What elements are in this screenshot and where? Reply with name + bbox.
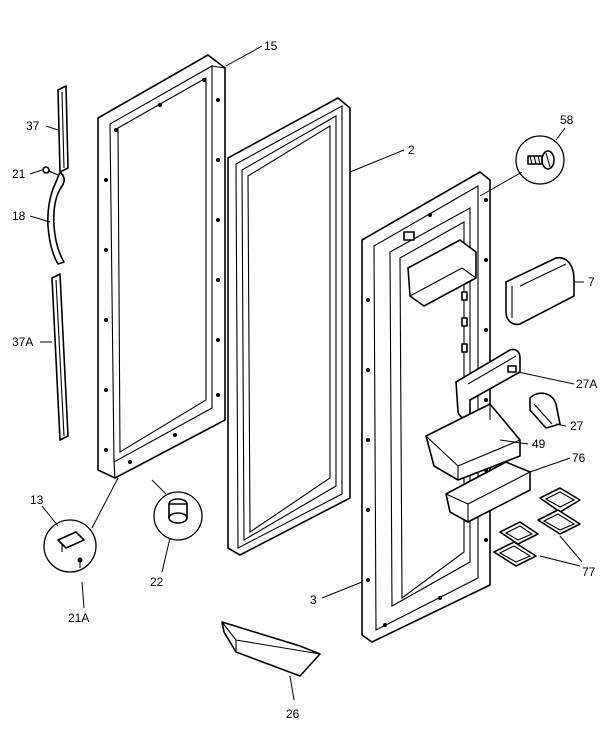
callout-3: 3 [310,593,317,607]
part-3-door-liner [361,171,491,643]
part-7-cover [505,256,575,326]
callout-27: 27 [570,419,584,433]
part-77-trays [493,487,581,567]
part-22-bushing-inset [153,491,203,541]
part-15-door-frame [97,54,226,479]
callout-58: 58 [560,113,574,127]
callout-21a: 21A [68,611,89,625]
callout-7: 7 [588,275,595,289]
callout-13: 13 [30,493,44,507]
callout-21: 21 [12,167,26,181]
callout-26: 26 [286,707,300,721]
part-49-bin [425,403,521,481]
part-21-screw [42,166,59,176]
leader-lines [29,45,584,701]
callout-labels: 15 37 21 18 37A 2 58 7 27A 27 49 76 77 1… [12,39,597,721]
part-37a-trim-strip [51,273,69,441]
callout-2: 2 [408,143,415,157]
part-37-trim-strip [57,85,69,173]
part-27-cap [529,392,561,429]
part-13-hinge-inset [43,519,97,573]
callout-76: 76 [572,451,586,465]
callout-27a: 27A [576,377,597,391]
callout-37: 37 [26,119,40,133]
part-58-screw [515,135,565,185]
callout-49: 49 [532,437,546,451]
callout-37a: 37A [12,335,33,349]
callout-77: 77 [582,565,596,579]
callout-15: 15 [264,39,278,53]
callout-22: 22 [150,575,164,589]
part-18-handle [47,171,65,265]
part-2-door-gasket [227,97,351,556]
part-27a-door-bin [455,348,521,419]
callout-18: 18 [12,209,26,223]
part-76-bin [445,461,531,523]
part-26-drip-tray [221,621,321,677]
